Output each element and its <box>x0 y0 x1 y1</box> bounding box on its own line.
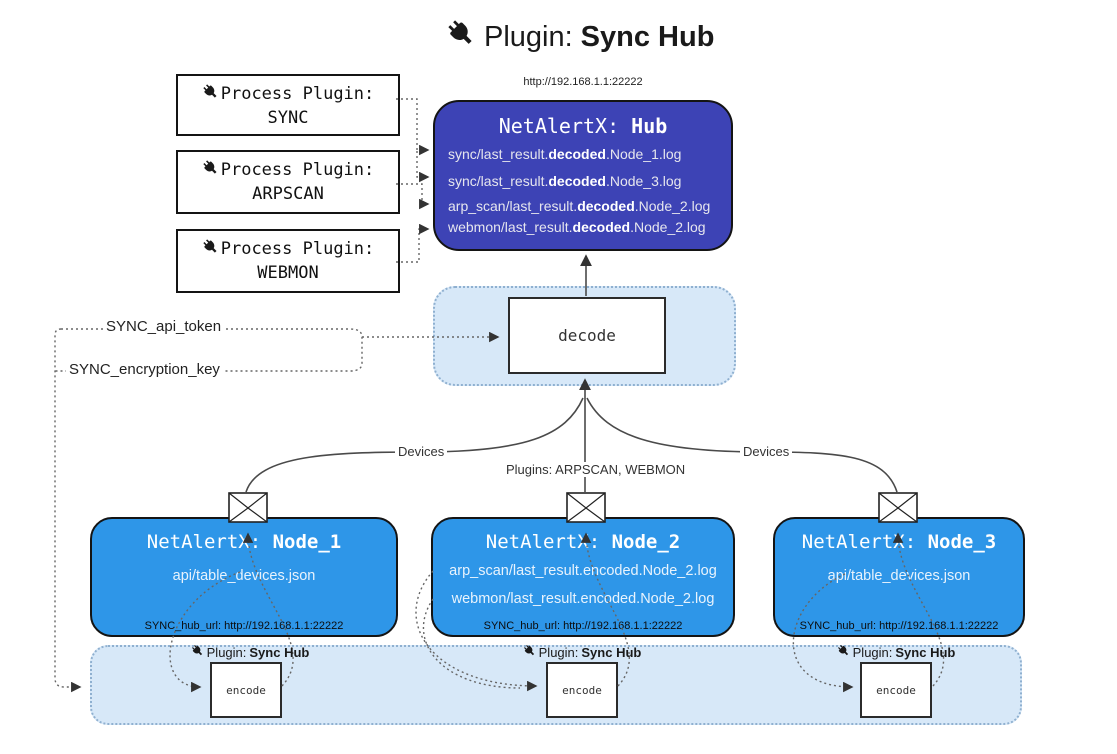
process-plugin-box-webmon: Process Plugin: WEBMON <box>176 229 400 293</box>
node-file: arp_scan/last_result.encoded.Node_2.log <box>449 563 717 579</box>
node-hub-url: SYNC_hub_url: http://192.168.1.1:22222 <box>799 620 999 632</box>
encode-box: encode <box>860 662 932 718</box>
encode-box: encode <box>210 662 282 718</box>
plug-icon <box>202 83 219 105</box>
node-hub-url: SYNC_hub_url: http://192.168.1.1:22222 <box>483 620 683 632</box>
page-title: Plugin: Sync Hub <box>446 18 714 56</box>
hub-log-line: arp_scan/last_result.decoded.Node_2.log <box>448 198 711 214</box>
process-plugin-label: Process Plugin: <box>220 160 375 180</box>
process-plugin-box-arpscan: Process Plugin: ARPSCAN <box>176 150 400 214</box>
process-plugin-label: Process Plugin: <box>220 239 375 259</box>
node-file: api/table_devices.json <box>827 568 971 584</box>
config-encryption-key-label: SYNC_encryption_key <box>66 361 223 378</box>
hub-title: NetAlertX: Hub <box>498 114 668 138</box>
node-box-node1: NetAlertX: Node_1 api/table_devices.json… <box>90 517 398 637</box>
wire-arpscan-to-hub <box>396 183 430 210</box>
node-hub-url: SYNC_hub_url: http://192.168.1.1:22222 <box>144 620 344 632</box>
hub-log-line: webmon/last_result.decoded.Node_2.log <box>448 219 706 235</box>
process-plugin-name: WEBMON <box>257 263 319 283</box>
decode-box: decode <box>508 297 666 374</box>
node-box-node3: NetAlertX: Node_3 api/table_devices.json… <box>773 517 1025 637</box>
encode-caption: Plugin:Sync Hub <box>828 644 964 660</box>
node-file: api/table_devices.json <box>172 568 316 584</box>
hub-box: NetAlertX: Hub sync/last_result.decoded.… <box>433 100 733 251</box>
plug-icon <box>191 644 204 660</box>
title-name: Sync Hub <box>580 20 715 53</box>
devices-label-left: Devices <box>395 444 448 459</box>
envelope-icon <box>878 492 918 523</box>
encode-caption: Plugin:Sync Hub <box>182 644 318 660</box>
plug-icon <box>837 644 850 660</box>
envelope-icon <box>228 492 268 523</box>
plug-icon <box>446 18 476 56</box>
devices-label-right: Devices <box>740 444 793 459</box>
wire-config-down <box>54 328 82 693</box>
wire-webmon-to-hub <box>396 223 430 263</box>
process-plugin-name: ARPSCAN <box>252 184 324 204</box>
envelope-icon <box>566 492 606 523</box>
node-box-node2: NetAlertX: Node_2 arp_scan/last_result.e… <box>431 517 735 637</box>
wire-sync-to-hub2 <box>416 151 430 183</box>
plug-icon <box>202 238 219 260</box>
plugins-label: Plugins: ARPSCAN, WEBMON <box>503 462 689 477</box>
encode-box: encode <box>546 662 618 718</box>
process-plugin-name: SYNC <box>267 108 309 128</box>
node-file: webmon/last_result.encoded.Node_2.log <box>451 591 715 607</box>
plug-icon <box>523 644 536 660</box>
wire-sync-to-hub1 <box>396 98 430 156</box>
encode-caption: Plugin:Sync Hub <box>514 644 650 660</box>
config-api-token-label: SYNC_api_token <box>103 318 225 335</box>
hub-log-line: sync/last_result.decoded.Node_1.log <box>448 146 682 162</box>
hub-log-line: sync/last_result.decoded.Node_3.log <box>448 173 682 189</box>
process-plugin-label: Process Plugin: <box>220 84 375 104</box>
process-plugin-box-sync: Process Plugin: SYNC <box>176 74 400 136</box>
title-prefix: Plugin: <box>484 20 573 53</box>
plug-icon <box>202 159 219 181</box>
hub-url-label: http://192.168.1.1:22222 <box>523 76 643 88</box>
